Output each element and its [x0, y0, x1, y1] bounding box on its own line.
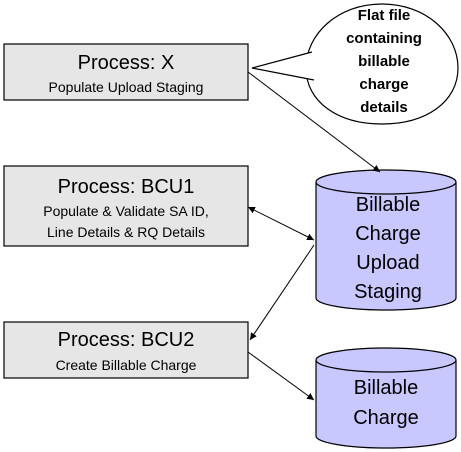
arrow-staging-to-bcu2	[249, 244, 315, 341]
process-bcu2-title: Process: BCU2	[58, 329, 195, 351]
flat-file-text-line1: Flat file	[358, 7, 411, 24]
flat-file-text-line3: billable	[358, 53, 410, 70]
flat-file-text-line2: containing	[346, 30, 422, 47]
billable-charge-upload-staging-db: Billable Charge Upload Staging	[315, 169, 457, 311]
staging-db-label-line1: Billable	[356, 194, 420, 216]
arrow-bcu1-staging	[247, 206, 315, 241]
staging-db-label-line4: Staging	[354, 281, 422, 303]
staging-db-body	[315, 182, 457, 311]
process-x-box: Process: X Populate Upload Staging	[3, 43, 249, 101]
arrow-x-to-staging	[247, 71, 381, 173]
staging-db-label-line2: Charge	[355, 223, 421, 245]
billable-charge-db-top	[315, 347, 457, 373]
process-bcu2-description: Create Billable Charge	[56, 357, 197, 373]
billable-charge-db-label-line2: Charge	[353, 407, 419, 429]
billable-charge-db-label-line1: Billable	[354, 377, 418, 399]
process-bcu1-description-line2: Line Details & RQ Details	[47, 224, 205, 240]
process-bcu2-rect	[3, 321, 249, 379]
flat-file-bubble: Flat file containing billable charge det…	[251, 3, 459, 125]
staging-db-label-line3: Upload	[356, 252, 419, 274]
process-bcu1-box: Process: BCU1 Populate & Validate SA ID,…	[3, 165, 249, 247]
process-bcu2-box: Process: BCU2 Create Billable Charge	[3, 321, 249, 379]
process-bcu1-description-line1: Populate & Validate SA ID,	[43, 203, 209, 219]
process-bcu1-title: Process: BCU1	[58, 176, 195, 198]
billable-charge-db-body	[315, 360, 457, 449]
process-x-rect	[3, 43, 249, 101]
flat-file-bubble-shape	[305, 3, 459, 125]
flat-file-text-line5: details	[360, 99, 408, 116]
flat-file-text-line4: charge	[359, 76, 408, 93]
staging-db-top	[315, 169, 457, 195]
process-x-title: Process: X	[78, 52, 175, 74]
billable-charge-db: Billable Charge	[315, 347, 457, 449]
process-bcu1-rect	[3, 165, 249, 247]
arrow-bcu2-to-billable-charge	[247, 351, 315, 401]
process-x-description: Populate Upload Staging	[49, 79, 204, 95]
flat-file-bubble-tail	[251, 51, 315, 81]
